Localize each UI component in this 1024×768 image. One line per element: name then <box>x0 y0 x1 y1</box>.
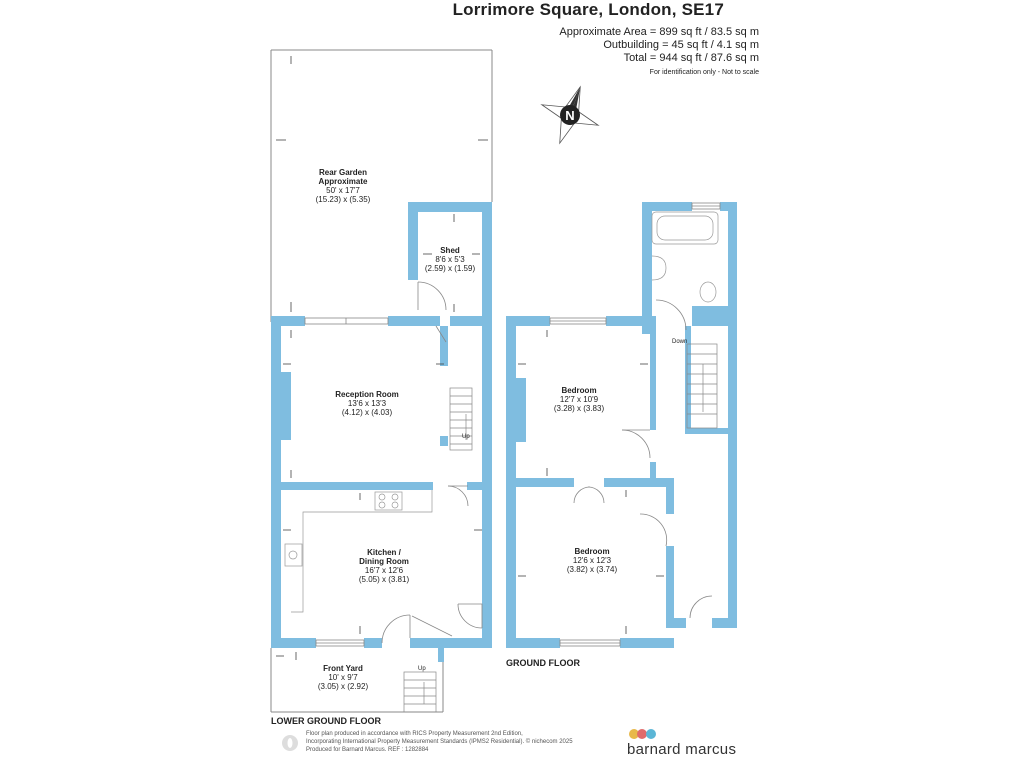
lower-ground-walls <box>271 202 492 662</box>
doors-ground <box>573 299 713 619</box>
room-metric: (3.05) x (2.92) <box>317 682 369 691</box>
room-name-line2: Approximate <box>318 177 368 186</box>
room-metric: (4.12) x (4.03) <box>341 408 393 417</box>
room-name: Kitchen / <box>367 548 401 557</box>
stairs-lower <box>403 387 473 713</box>
total-area: Total = 944 sq ft / 87.6 sq m <box>623 52 759 64</box>
room-metric: (15.23) x (5.35) <box>315 195 371 204</box>
room-imperial: 8'6 x 5'3 <box>435 255 465 264</box>
room-imperial: 10' x 9'7 <box>328 673 358 682</box>
compass-letter: N <box>565 108 574 123</box>
property-title: Lorrimore Square, London, SE17 <box>452 0 724 19</box>
stairs-ground <box>686 343 718 429</box>
windows-lower <box>304 317 389 647</box>
rear-garden-outline <box>270 49 493 322</box>
footer-text: Floor plan produced in accordance with R… <box>306 730 573 754</box>
room-metric: (3.82) x (3.74) <box>566 565 618 574</box>
room-name: Rear Garden <box>318 168 368 177</box>
room-name: Reception Room <box>335 390 399 399</box>
room-imperial: 12'6 x 12'3 <box>572 556 612 565</box>
room-imperial: 12'7 x 10'9 <box>559 395 599 404</box>
brand-name: barnard marcus <box>627 741 737 758</box>
room-imperial: 50' x 17'7 <box>326 186 360 195</box>
room-name: Front Yard <box>323 664 363 673</box>
room-name: Bedroom <box>574 547 610 556</box>
approx-area: Approximate Area = 899 sq ft / 83.5 sq m <box>559 26 759 38</box>
stairs-down-label: Down <box>672 339 688 345</box>
footer-line-2: Incorporating International Property Mea… <box>306 739 573 745</box>
scale-note: For identification only - Not to scale <box>649 69 759 76</box>
ground-floor-walls <box>506 202 737 648</box>
windows-ground <box>549 202 721 647</box>
footer-line-3: Produced for Barnard Marcus. REF : 12828… <box>306 747 429 753</box>
outbuilding-area: Outbuilding = 45 sq ft / 4.1 sq m <box>603 39 759 51</box>
footer-line-1: Floor plan produced in accordance with R… <box>306 731 523 737</box>
kitchen-fixtures <box>284 490 433 613</box>
stairs-up-label: Up <box>462 434 470 440</box>
room-imperial: 13'6 x 13'3 <box>347 399 387 408</box>
ground-floor-label: GROUND FLOOR <box>506 658 580 668</box>
room-metric: (2.59) x (1.59) <box>424 264 476 273</box>
dimension-markers <box>276 56 664 660</box>
lower-ground-floor-label: LOWER GROUND FLOOR <box>271 716 381 726</box>
room-name: Bedroom <box>561 386 597 395</box>
room-name: Shed <box>440 246 460 255</box>
room-metric: (5.05) x (3.81) <box>358 575 410 584</box>
room-name-line2: Dining Room <box>359 557 409 566</box>
yard-stairs-up-label: Up <box>418 666 426 672</box>
niche-logo-icon <box>282 735 298 751</box>
room-imperial: 16'7 x 12'6 <box>364 566 404 575</box>
bathroom-fixtures <box>651 211 719 303</box>
room-metric: (3.28) x (3.83) <box>553 404 605 413</box>
brand-dots <box>629 729 656 739</box>
doors-lower <box>381 281 483 644</box>
compass-icon <box>540 85 600 145</box>
